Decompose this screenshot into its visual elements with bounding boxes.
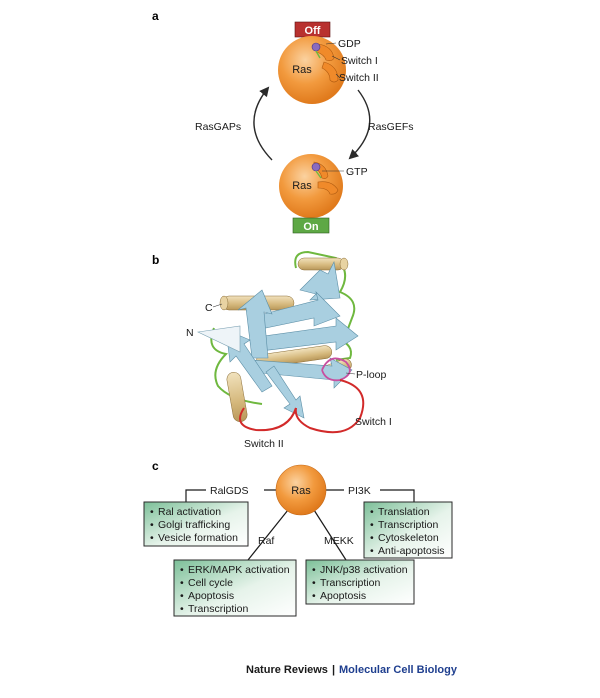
beta-strand-3 [237,289,273,359]
gdp-molecule [311,42,321,52]
switch2-off-shape [321,61,339,83]
switch1-label: Switch I [341,55,378,67]
bullet: • [180,603,184,615]
gdp-label: GDP [338,38,361,50]
switch1-off-shape [315,43,335,61]
switch2-leader [335,73,341,79]
loop-top [294,250,356,335]
bullet: • [312,577,316,589]
pi3k-item-0: Translation [378,506,430,518]
mekk-outcomes-box: • JNK/p38 activation • Transcription • A… [305,559,415,605]
c-term-label: C [205,302,213,314]
bullet: • [370,545,374,557]
mekk-item-0: JNK/p38 activation [320,564,408,576]
credit-separator: | [331,664,336,676]
effector-pi3k: PI3K [348,485,371,497]
switch1-trace [294,379,365,434]
on-label: On [303,221,319,233]
pi3k-item-2: Cytoskeleton [378,532,439,544]
switch2-label: Switch II [339,72,379,84]
ras-on-sphere [279,154,343,218]
bullet: • [370,519,374,531]
bullet: • [180,577,184,589]
rasgap-arrow [253,86,273,161]
pi3k-item-1: Transcription [378,519,438,531]
p-loop-leader [345,372,356,375]
ralgds-label-bg [206,483,264,497]
effector-mekk: MEKK [324,535,354,547]
beta-sheet [225,261,359,419]
raf-outcomes-box: • ERK/MAPK activation • Cell cycle • Apo… [173,559,297,617]
bullet: • [312,564,316,576]
on-badge [292,217,330,234]
bullet: • [180,590,184,602]
n-term-strand [196,325,241,353]
off-label: Off [305,25,321,37]
helix-left [226,372,248,422]
raf-item-0: ERK/MAPK activation [188,564,290,576]
bullet: • [150,506,154,518]
p-loop-label: P-loop [356,369,387,381]
switch2-b-label: Switch II [244,438,284,450]
panel-c-label: c [152,459,159,473]
pi3k-outcomes-box: • Translation • Transcription • Cytoskel… [363,501,453,559]
raf-item-2: Apoptosis [188,590,234,602]
rasgef-arrow [348,89,371,160]
bullet: • [180,564,184,576]
bullet: • [312,590,316,602]
rasgefs-label: RasGEFs [368,121,414,133]
journal-name: Nature Reviews [246,664,328,676]
c-term-leader [212,303,223,308]
switch2-trace [239,407,297,432]
n-term-label: N [186,327,194,339]
mekk-item-1: Transcription [320,577,380,589]
raf-item-1: Cell cycle [188,577,233,589]
switch1-leader [331,55,341,61]
beta-strand-6 [265,365,305,419]
ralgds-item-1: Golgi trafficking [158,519,230,531]
bullet: • [150,519,154,531]
effector-ralgds: RalGDS [210,485,249,497]
beta-strand-4 [249,357,353,389]
journal-section: Molecular Cell Biology [339,664,457,676]
panel-a-label: a [152,9,159,23]
mekk-item-2: Apoptosis [320,590,366,602]
bullet: • [150,532,154,544]
ralgds-item-0: Ral activation [158,506,221,518]
gtp-bond [315,170,322,179]
ras-off-label: Ras [292,64,312,76]
gtp-label: GTP [346,166,368,178]
panel-b-label: b [152,253,159,267]
rasgaps-label: RasGAPs [195,121,241,133]
bullet: • [370,532,374,544]
switch1-b-label: Switch I [355,416,392,428]
helix-top [297,257,349,271]
p-loop-trace [321,357,351,382]
gtp-molecule [311,162,321,172]
pi3k-label-bg [344,483,380,497]
ralgds-outcomes-box: • Ral activation • Golgi trafficking • V… [143,501,249,547]
gdp-leader [325,42,337,45]
ralgds-item-2: Vesicle formation [158,532,238,544]
journal-credit: Nature Reviews|Molecular Cell Biology [246,664,457,676]
beta-strand-top [299,261,341,301]
pi3k-item-3: Anti-apoptosis [378,545,445,557]
raf-line [247,509,289,561]
bullet: • [370,506,374,518]
ras-on-label: Ras [292,180,312,192]
switch2-on-shape [317,181,339,195]
effector-raf: Raf [258,535,274,547]
raf-item-3: Transcription [188,603,248,615]
gdp-bond [315,50,321,59]
mekk-line [313,509,347,561]
ras-c-sphere [275,464,327,516]
ras-c-label: Ras [291,485,311,497]
